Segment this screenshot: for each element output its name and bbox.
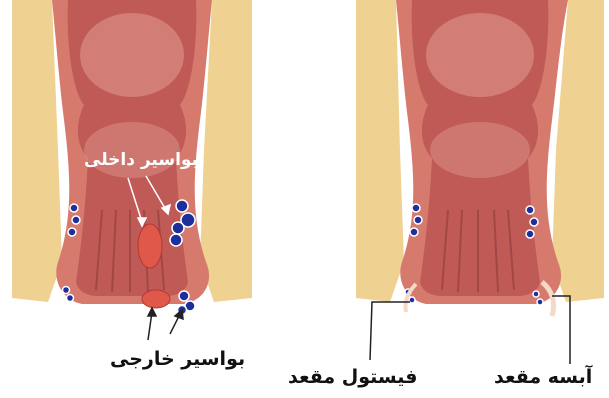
left-panel — [12, 0, 252, 340]
external-hemorrhoid — [142, 290, 170, 308]
internal-hemorrhoid — [138, 224, 162, 268]
fistula-label: فیستول مقعد — [288, 366, 417, 388]
right-lumen-highlight-mid — [430, 122, 530, 178]
right-leader-lines — [370, 296, 570, 364]
left-tissue-right — [200, 0, 252, 302]
abscess-label: آبسه مقعد — [494, 366, 592, 388]
left-external-leaders — [148, 308, 183, 340]
right-panel — [356, 0, 604, 364]
right-tissue-left — [356, 0, 404, 302]
right-lumen-highlight-top — [426, 13, 534, 97]
external-hemorrhoid-label: بواسیر خارجی — [110, 348, 245, 370]
internal-hemorrhoid-label: بواسیر داخلی — [84, 150, 198, 170]
left-tissue-left — [12, 0, 62, 302]
left-lumen-highlight-top — [80, 13, 184, 97]
